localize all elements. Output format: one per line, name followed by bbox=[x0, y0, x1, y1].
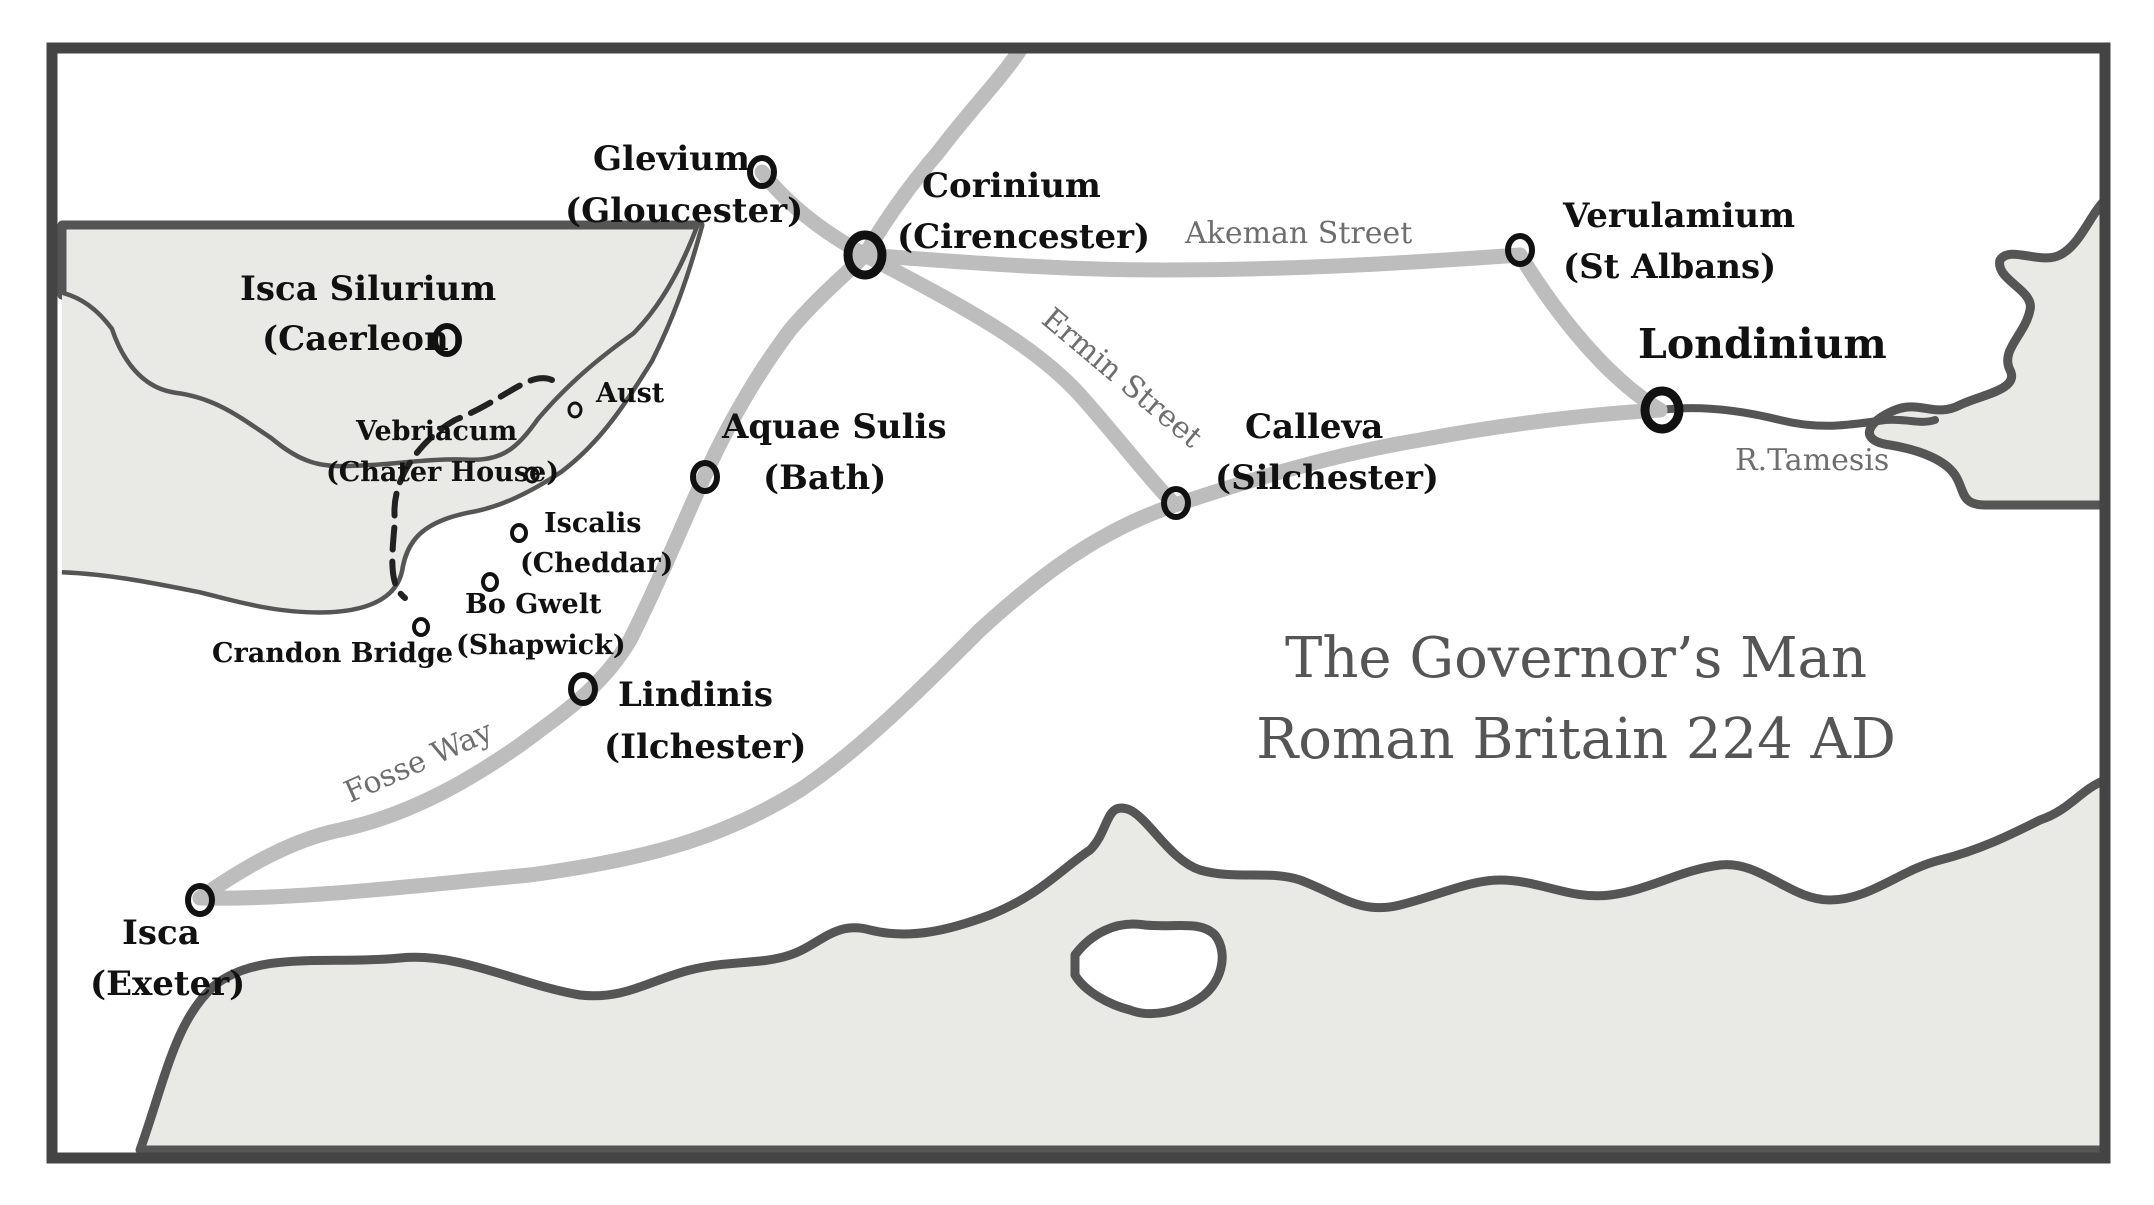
marker-aquae-sulis bbox=[690, 460, 720, 494]
track-dashed bbox=[389, 375, 555, 601]
marker-lindinis bbox=[568, 672, 598, 706]
marker-londinium bbox=[1640, 386, 1684, 434]
label-lindinis-modern: (Ilchester) bbox=[604, 727, 806, 767]
label-vebriacum: Vebriacum bbox=[355, 416, 517, 447]
label-calleva: Calleva bbox=[1245, 407, 1383, 447]
label-crandon-bridge: Crandon Bridge bbox=[212, 638, 453, 669]
label-bo-gwelt: Bo Gwelt bbox=[465, 589, 602, 620]
label-aust: Aust bbox=[595, 378, 665, 409]
marker-bo-gwelt bbox=[481, 572, 499, 592]
label-iscalis: Iscalis bbox=[544, 508, 641, 539]
label-lindinis: Lindinis bbox=[618, 675, 773, 715]
map-title-line1: The Governor’s Man bbox=[1285, 626, 1867, 691]
label-akeman-street: Akeman Street bbox=[1184, 216, 1412, 251]
label-river-tamesis: R.Tamesis bbox=[1735, 443, 1889, 478]
marker-isca bbox=[185, 883, 215, 917]
marker-corinium bbox=[843, 230, 887, 280]
label-vebriacum-modern: (Chater House) bbox=[326, 457, 559, 488]
label-isca-silurium-modern: (Caerleon) bbox=[262, 319, 465, 359]
road-verulamium-londinium bbox=[1512, 247, 1668, 418]
label-glevium: Glevium bbox=[593, 139, 750, 179]
marker-vebriacum bbox=[524, 466, 540, 484]
marker-calleva bbox=[1161, 486, 1191, 520]
road-fosse-way bbox=[192, 247, 873, 906]
map-border bbox=[46, 42, 2111, 1164]
marker-iscalis bbox=[510, 523, 528, 543]
road-akeman-street bbox=[857, 247, 1528, 278]
label-isca-silurium: Isca Silurium bbox=[240, 269, 496, 309]
road-ermin-street bbox=[857, 247, 1183, 513]
marker-verulamium bbox=[1505, 233, 1535, 267]
label-corinium-modern: (Cirencester) bbox=[897, 217, 1150, 257]
label-londinium: Londinium bbox=[1638, 320, 1887, 368]
town-markers bbox=[185, 155, 1684, 917]
label-corinium: Corinium bbox=[922, 166, 1101, 206]
roads bbox=[192, 42, 1668, 906]
road-calleva-londinium bbox=[1167, 402, 1668, 513]
road-isca-calleva bbox=[192, 497, 1183, 906]
severn-estuary bbox=[62, 225, 700, 611]
marker-aust bbox=[567, 401, 583, 419]
label-verulamium: Verulamium bbox=[1562, 196, 1795, 236]
label-iscalis-modern: (Cheddar) bbox=[520, 548, 673, 579]
label-bo-gwelt-modern: (Shapwick) bbox=[456, 630, 626, 661]
marker-glevium bbox=[747, 155, 777, 189]
isle-of-wight bbox=[1070, 919, 1227, 1019]
label-aquae-sulis-modern: (Bath) bbox=[763, 458, 886, 498]
map-title-line2: Roman Britain 224 AD bbox=[1256, 707, 1896, 772]
label-calleva-modern: (Silchester) bbox=[1215, 458, 1439, 498]
label-isca-modern: (Exeter) bbox=[90, 964, 245, 1004]
label-verulamium-modern: (St Albans) bbox=[1563, 247, 1776, 287]
marker-isca-silurium bbox=[432, 323, 462, 357]
label-aquae-sulis: Aquae Sulis bbox=[721, 407, 947, 447]
road-corinium-north bbox=[857, 42, 1028, 263]
land-east bbox=[1864, 195, 2110, 510]
marker-crandon-bridge bbox=[412, 617, 430, 637]
river-tamesis bbox=[1656, 404, 1939, 430]
label-isca: Isca bbox=[122, 913, 200, 953]
label-glevium-modern: (Gloucester) bbox=[565, 191, 803, 231]
